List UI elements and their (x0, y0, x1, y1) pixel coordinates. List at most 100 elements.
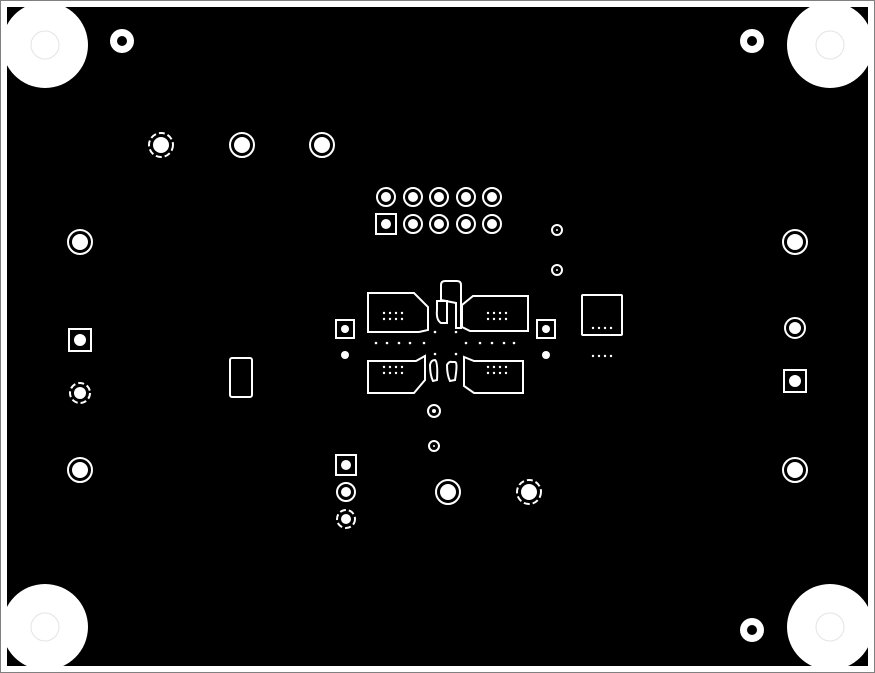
mounting-hole-cutout (787, 584, 873, 670)
square-pad (335, 454, 357, 476)
pad-hole (542, 325, 550, 333)
through-hole-pad (74, 387, 86, 399)
via-dot (498, 365, 502, 369)
via-dot (597, 326, 601, 330)
through-hole-pad (341, 514, 351, 524)
through-hole-pad (521, 484, 537, 500)
via-dot (388, 371, 392, 375)
thermal-pad-ring (336, 482, 356, 502)
via-dot (382, 371, 386, 375)
thermal-pad-ring (551, 224, 563, 236)
through-hole-pad (408, 192, 418, 202)
via-dot (504, 365, 508, 369)
square-pad (335, 319, 355, 339)
via-dot (486, 317, 490, 321)
through-hole-pad (461, 219, 471, 229)
through-hole-pad (461, 192, 471, 202)
via-dot (454, 352, 458, 356)
via-dot (388, 311, 392, 315)
via-dot (400, 317, 404, 321)
pad-hole (789, 375, 801, 387)
thermal-pad-ring (482, 214, 502, 234)
through-hole-pad (789, 322, 801, 334)
via-dot (385, 341, 389, 345)
via-dot (394, 317, 398, 321)
via-dot (397, 341, 401, 345)
via-dot (394, 365, 398, 369)
via-hole (747, 36, 757, 46)
square-pad (536, 319, 556, 339)
via-dot (486, 311, 490, 315)
via-dot (492, 371, 496, 375)
thermal-pad-ring (429, 187, 449, 207)
through-hole-pad (433, 445, 435, 447)
thermal-pad-ring (148, 132, 174, 158)
component-pad (229, 357, 253, 398)
pad-hole (341, 325, 349, 333)
mounting-hole-outline (30, 30, 60, 60)
via-dot (603, 326, 607, 330)
thermal-pad-ring (435, 479, 461, 505)
thermal-pad-ring (516, 479, 542, 505)
through-hole-pad (440, 484, 456, 500)
mounting-hole-cutout (2, 584, 88, 670)
through-hole-pad (314, 137, 330, 153)
thermal-pad-ring (309, 132, 335, 158)
thermal-pad-ring (376, 187, 396, 207)
thermal-pad-ring (67, 457, 93, 483)
mounting-hole-outline (815, 30, 845, 60)
thermal-pad-ring (403, 187, 423, 207)
via-dot (498, 317, 502, 321)
through-hole-pad (487, 219, 497, 229)
gate-pad (428, 358, 439, 383)
through-hole-pad (381, 192, 391, 202)
via-dot (486, 365, 490, 369)
through-hole-pad (434, 219, 444, 229)
through-hole-pad (787, 462, 803, 478)
via-dot (502, 341, 506, 345)
pad-hole (74, 334, 86, 346)
power-pad-bottom-left (367, 354, 426, 394)
via-dot (486, 371, 490, 375)
through-hole-pad (153, 137, 169, 153)
via-dot (498, 371, 502, 375)
gate-pad (445, 360, 458, 383)
via-dot (433, 352, 437, 356)
gate-trace (440, 280, 462, 329)
via-dot (504, 371, 508, 375)
via-dot (394, 371, 398, 375)
thermal-pad-ring (336, 509, 356, 529)
via-dot (394, 311, 398, 315)
via-dot (382, 317, 386, 321)
via-dot (388, 317, 392, 321)
thermal-pad-ring (69, 382, 91, 404)
via-hole (747, 625, 757, 635)
thermal-pad-ring (428, 440, 440, 452)
through-hole-pad (72, 462, 88, 478)
via-dot (382, 311, 386, 315)
via-dot (478, 341, 482, 345)
via-dot (591, 326, 595, 330)
through-hole-pad (434, 192, 444, 202)
via-dot (512, 341, 516, 345)
via-dot (433, 330, 437, 334)
via-dot (609, 326, 613, 330)
via-dot (542, 351, 550, 359)
via-dot (388, 365, 392, 369)
thermal-pad-ring (782, 457, 808, 483)
pad-hole (381, 219, 391, 229)
via-dot (609, 354, 613, 358)
through-hole-pad (72, 234, 88, 250)
gate-pad (435, 300, 448, 324)
via-dot (374, 341, 378, 345)
via-dot (464, 341, 468, 345)
square-pad (375, 213, 397, 235)
via-dot (498, 311, 502, 315)
via-dot (492, 317, 496, 321)
via-dot (341, 351, 349, 359)
copper-pour (7, 7, 868, 666)
thermal-pad-ring (551, 264, 563, 276)
via-dot (591, 354, 595, 358)
via-dot (382, 365, 386, 369)
